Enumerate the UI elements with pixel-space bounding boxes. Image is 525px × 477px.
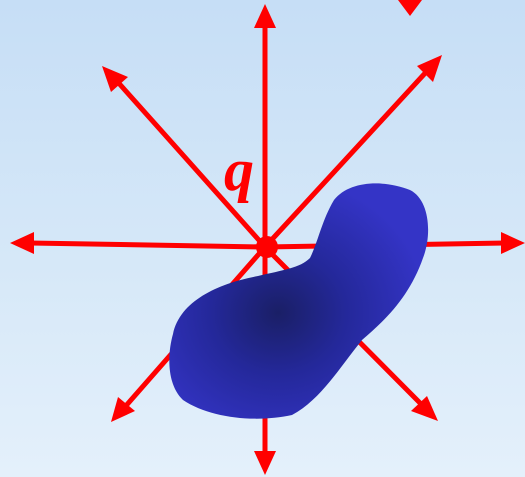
charge-point: [256, 236, 278, 258]
field-line-left: [30, 243, 265, 247]
charge-label: q: [224, 140, 254, 200]
arrowhead-top-partial: [398, 0, 422, 16]
arrowhead-up: [254, 4, 276, 28]
arrowhead-left: [10, 232, 34, 254]
arrowhead-right: [501, 232, 525, 254]
conductor-blob: [169, 183, 428, 418]
arrowhead-down: [254, 451, 276, 475]
